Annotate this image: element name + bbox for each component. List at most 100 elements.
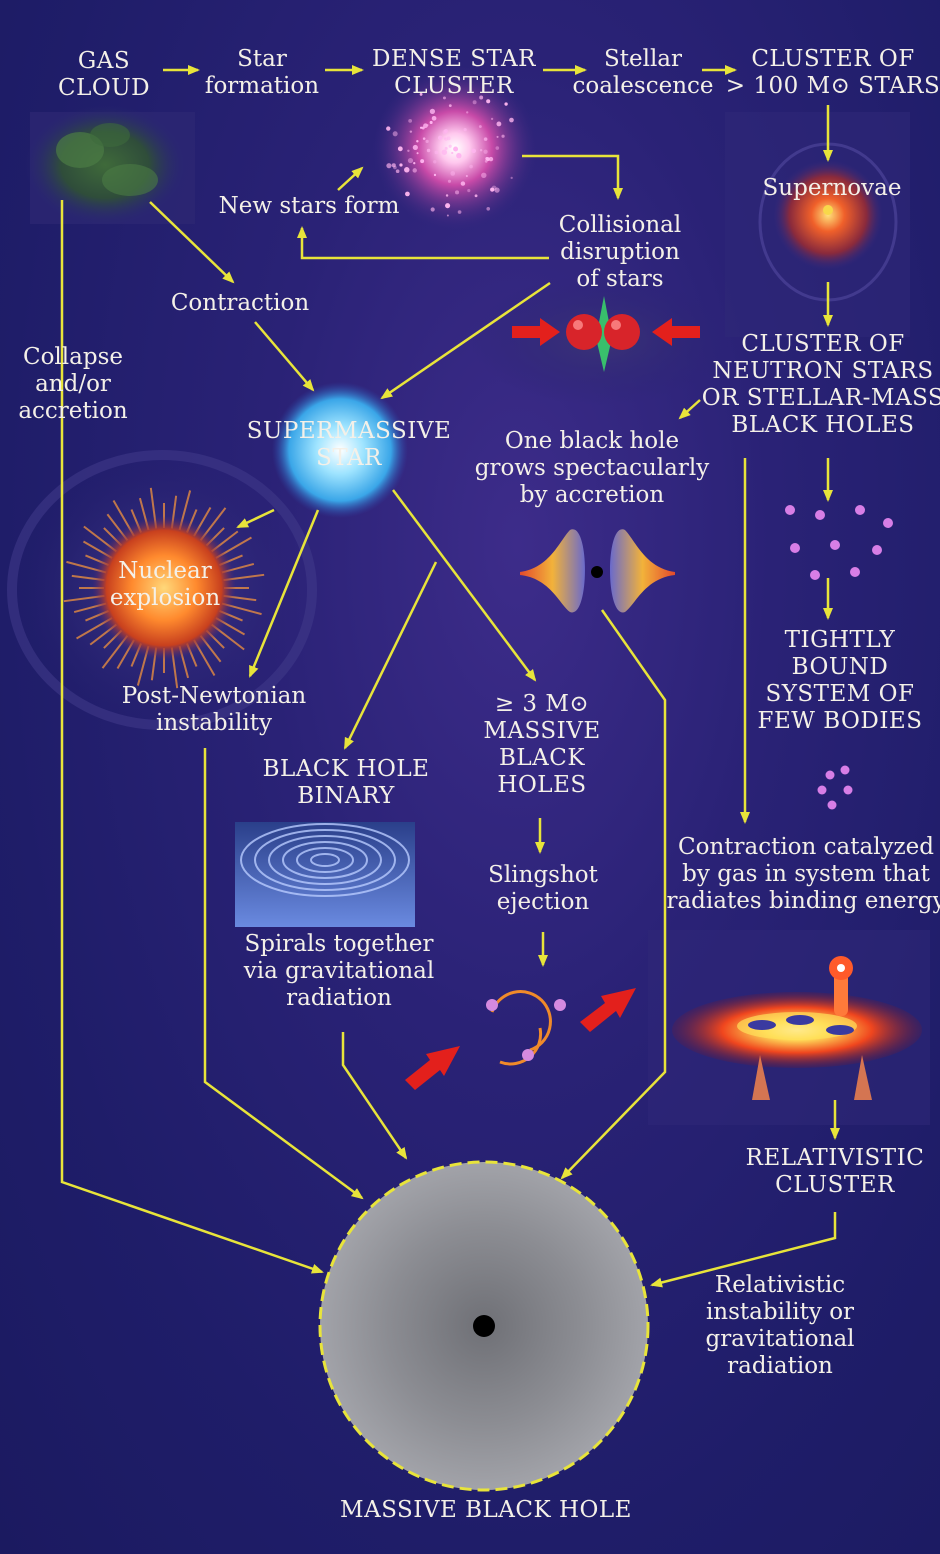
star-dot bbox=[430, 121, 433, 124]
star-dot bbox=[386, 126, 390, 130]
star-dot bbox=[444, 137, 446, 139]
star-dot bbox=[467, 189, 470, 192]
star-dot bbox=[491, 118, 493, 120]
star-dot bbox=[469, 165, 473, 169]
star-dot bbox=[495, 146, 499, 150]
neutron-cluster-dots bbox=[785, 505, 893, 580]
star-dot bbox=[475, 194, 478, 197]
nuclear-explosion-label: Nuclearexplosion bbox=[110, 558, 220, 612]
supernovae-label: Supernovae bbox=[763, 175, 902, 202]
star-dot bbox=[815, 510, 825, 520]
star-dot bbox=[416, 140, 418, 142]
star-dot bbox=[446, 194, 448, 196]
star-dot bbox=[413, 145, 418, 150]
star-dot bbox=[466, 175, 468, 177]
gravitational-wave-image bbox=[235, 822, 415, 927]
star-dot bbox=[496, 122, 501, 127]
star-dot bbox=[458, 130, 461, 133]
star-dot bbox=[463, 128, 466, 131]
star-dot bbox=[458, 210, 462, 214]
arrow-contraction-to-sms bbox=[255, 322, 313, 390]
star-dot bbox=[410, 130, 412, 132]
star-dot bbox=[850, 567, 860, 577]
relativistic-cluster-label: RELATIVISTICCLUSTER bbox=[746, 1145, 925, 1199]
star-dot bbox=[423, 137, 426, 140]
star-dot bbox=[484, 137, 488, 141]
star-dot bbox=[828, 801, 837, 810]
star-dot bbox=[826, 771, 835, 780]
contraction-label: Contraction bbox=[171, 290, 309, 317]
star-dot bbox=[413, 162, 415, 164]
star-dot bbox=[404, 167, 409, 172]
star-dot bbox=[443, 130, 447, 134]
star-dot bbox=[427, 149, 430, 152]
star-dot bbox=[490, 188, 494, 192]
new-stars-form-label: New stars form bbox=[219, 193, 400, 220]
star-dot bbox=[432, 116, 437, 121]
arrow-collisional-to-newstars bbox=[302, 228, 549, 258]
star-dot bbox=[790, 543, 800, 553]
star-dot bbox=[453, 147, 458, 152]
star-dot bbox=[461, 181, 465, 185]
star-dot bbox=[393, 131, 398, 136]
star-dot bbox=[442, 149, 448, 155]
star-dot bbox=[413, 168, 417, 172]
star-dot bbox=[471, 149, 476, 154]
star-dot bbox=[841, 766, 850, 775]
star-dot bbox=[855, 505, 865, 515]
star-dot bbox=[408, 119, 412, 123]
slingshot-image bbox=[405, 988, 636, 1090]
star-dot bbox=[420, 127, 422, 129]
star-dot bbox=[785, 505, 795, 515]
star-dot bbox=[451, 152, 453, 154]
star-dot bbox=[449, 104, 452, 107]
star-dot bbox=[396, 169, 400, 173]
star-dot bbox=[504, 102, 507, 105]
star-dot bbox=[473, 100, 477, 104]
star-dot bbox=[449, 145, 452, 148]
star-dot bbox=[386, 163, 391, 168]
star-dot bbox=[509, 118, 514, 123]
star-dot bbox=[501, 135, 504, 138]
star-dot bbox=[445, 147, 448, 150]
star-dot bbox=[818, 786, 827, 795]
few-bodies-dots bbox=[818, 766, 853, 810]
star-dot bbox=[399, 163, 402, 166]
massive-black-hole-disk bbox=[320, 1162, 648, 1490]
star-dot bbox=[455, 190, 459, 194]
star-dot bbox=[425, 140, 428, 143]
arrow-sms-to-massivebh bbox=[393, 490, 535, 680]
arrow-newstars-to-dense bbox=[338, 168, 362, 190]
star-dot bbox=[393, 166, 397, 170]
accretion-disk-image bbox=[520, 529, 675, 612]
post-newtonian-label: Post-Newtonianinstability bbox=[122, 683, 306, 737]
star-dot bbox=[883, 518, 893, 528]
star-dot bbox=[511, 177, 513, 179]
collision-image bbox=[470, 275, 730, 405]
star-dot bbox=[485, 157, 488, 160]
gas-cloud-image bbox=[25, 105, 195, 225]
star-dot bbox=[435, 151, 439, 155]
star-dot bbox=[486, 207, 490, 211]
star-dot bbox=[480, 149, 482, 151]
star-dot bbox=[457, 153, 459, 155]
cluster-massive-stars-label: CLUSTER OF> 100 M⊙ STARS bbox=[726, 46, 940, 100]
star-dot bbox=[844, 786, 853, 795]
collisional-disruption-label: Collisionaldisruptionof stars bbox=[559, 212, 681, 293]
supernova-image bbox=[725, 112, 910, 337]
star-dot bbox=[445, 203, 450, 208]
star-dot bbox=[483, 150, 487, 154]
star-dot bbox=[433, 160, 436, 163]
